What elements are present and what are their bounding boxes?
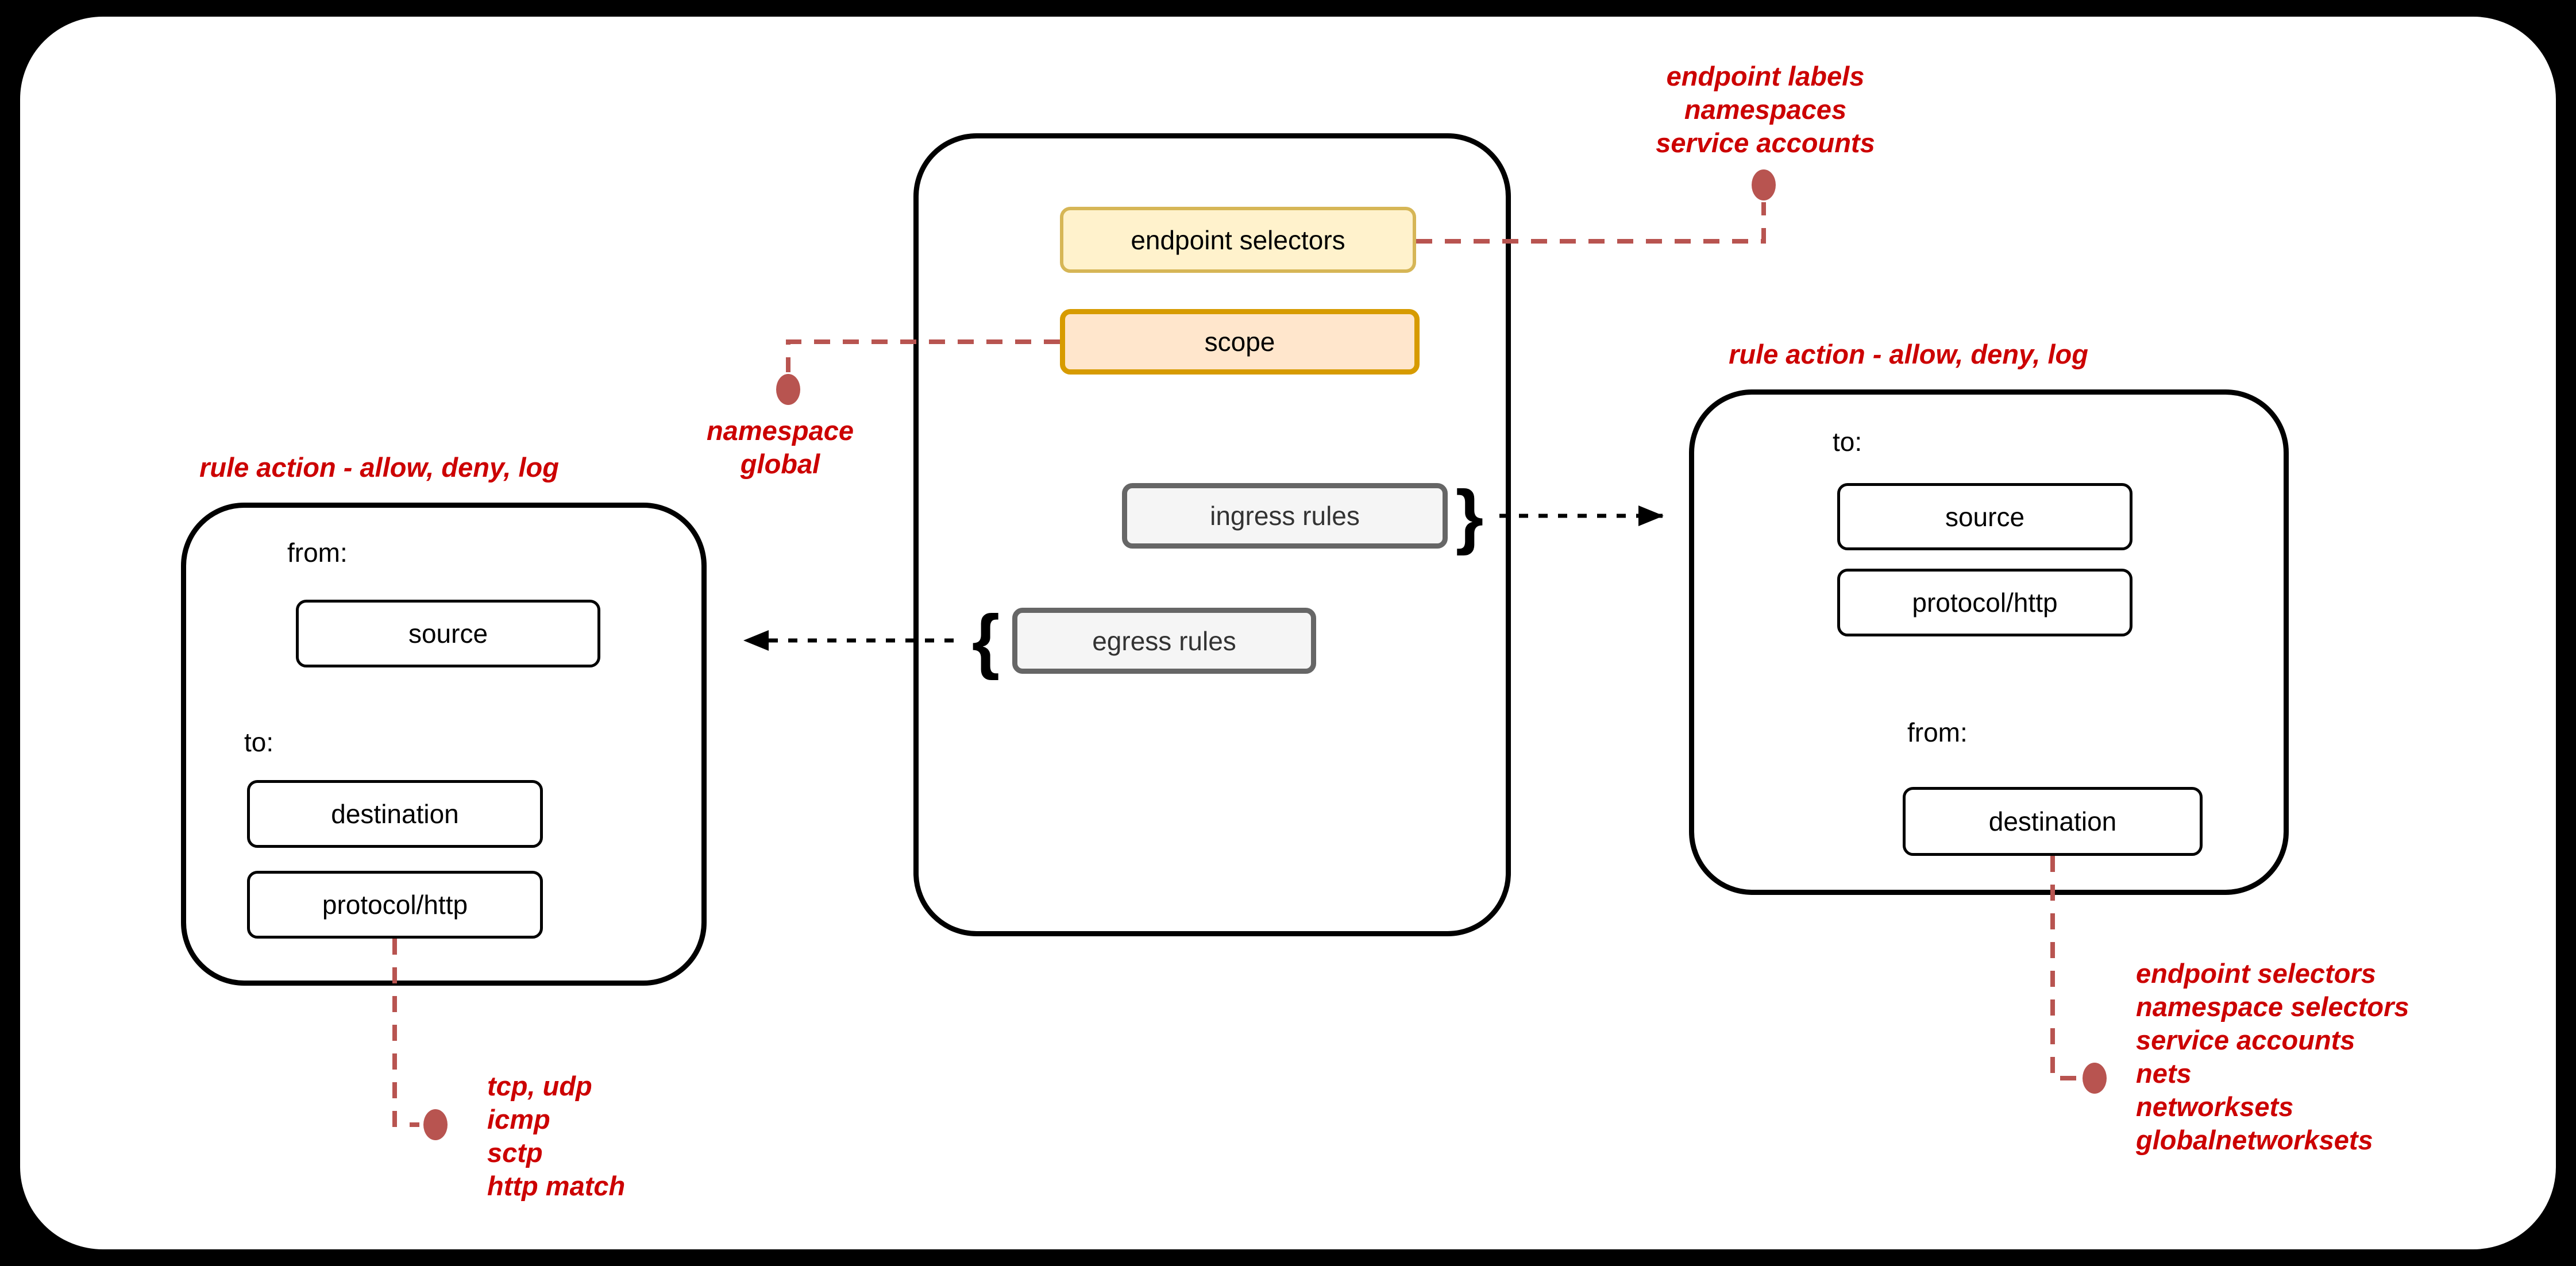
- egress-rule-action-note: rule action - allow, deny, log: [199, 452, 559, 483]
- egress-protocol-node: protocol/http: [247, 871, 543, 939]
- ingress-rules-node: ingress rules: [1122, 483, 1448, 549]
- egress-destination-node: destination: [247, 780, 543, 848]
- egress-rules-node: egress rules: [1012, 608, 1316, 674]
- scope-annotation: namespace global: [706, 415, 854, 479]
- policy-container: [913, 133, 1511, 936]
- egress-from-label: from:: [287, 538, 348, 568]
- ingress-destination-node: destination: [1903, 787, 2203, 856]
- ingress-source-node: source: [1837, 483, 2132, 550]
- egress-to-label: to:: [244, 727, 274, 757]
- endpoint-selectors-node: endpoint selectors: [1060, 207, 1416, 273]
- scope-node: scope: [1060, 309, 1420, 375]
- ingress-rule-detail-box: [1689, 389, 2289, 895]
- protocol-annotation: tcp, udp icmp sctp http match: [487, 1071, 626, 1201]
- destination-annotation: endpoint selectors namespace selectors s…: [2136, 958, 2409, 1155]
- ingress-close-brace: }: [1455, 476, 1484, 556]
- ingress-from-label: from:: [1907, 717, 1968, 747]
- egress-source-node: source: [296, 600, 600, 667]
- ingress-protocol-node: protocol/http: [1837, 569, 2132, 636]
- egress-rule-detail-box: [181, 503, 707, 986]
- egress-open-brace: {: [971, 600, 1000, 681]
- endpoint-selectors-annotation: endpoint labels namespaces service accou…: [1656, 61, 1875, 158]
- ingress-to-label: to:: [1833, 427, 1862, 457]
- ingress-rule-action-note: rule action - allow, deny, log: [1729, 339, 2088, 369]
